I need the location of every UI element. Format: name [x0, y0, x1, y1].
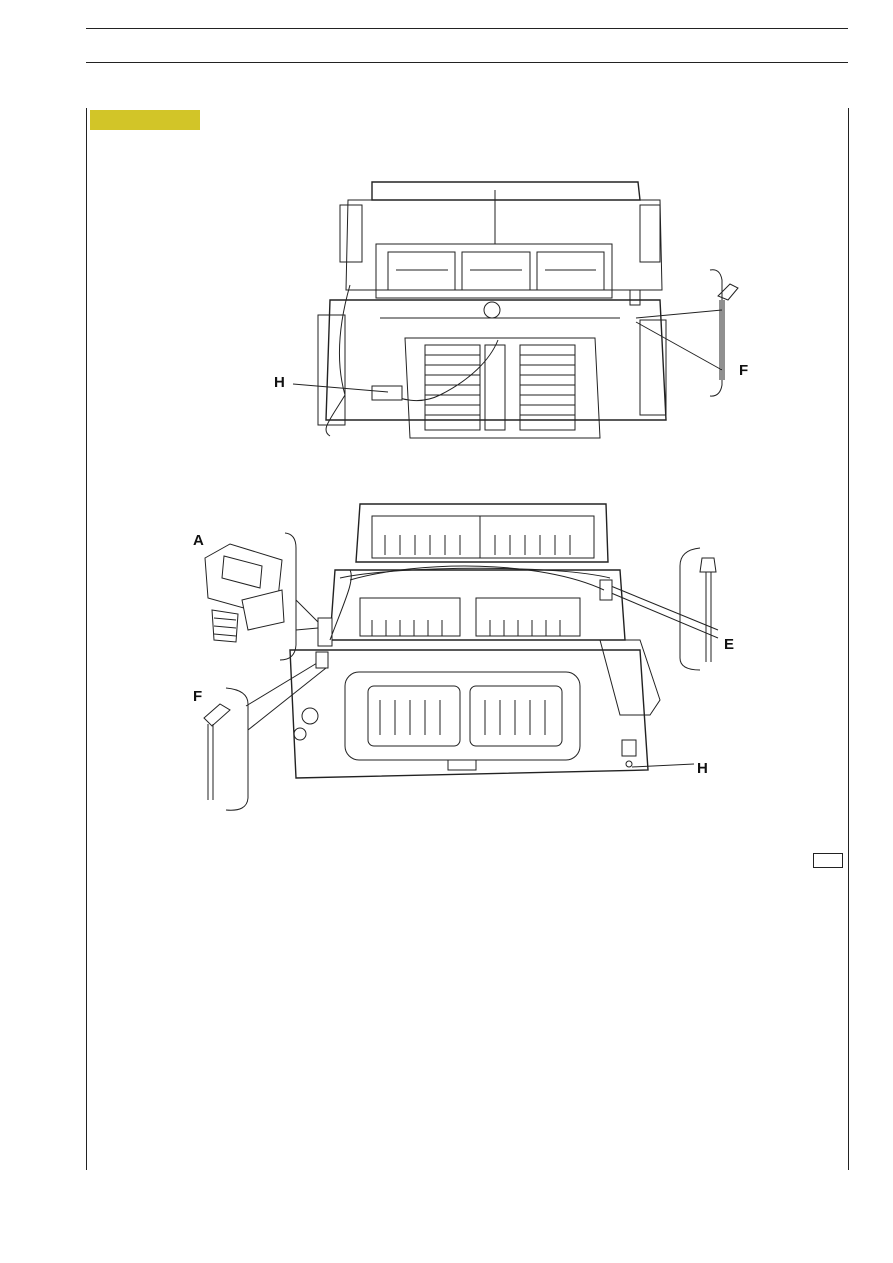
right-margin-line — [848, 108, 849, 1170]
header-rule-top — [86, 28, 848, 29]
section-tag — [90, 110, 200, 130]
label-a: A — [193, 532, 204, 549]
label-h-top: H — [274, 374, 285, 391]
label-h-bottom: H — [697, 760, 708, 777]
label-f-top: F — [739, 362, 749, 379]
reference-box — [813, 853, 843, 868]
label-f-bottom: F — [193, 688, 203, 705]
label-e: E — [724, 636, 735, 653]
left-margin-line — [86, 108, 87, 1170]
header-rule-bottom — [86, 62, 848, 63]
